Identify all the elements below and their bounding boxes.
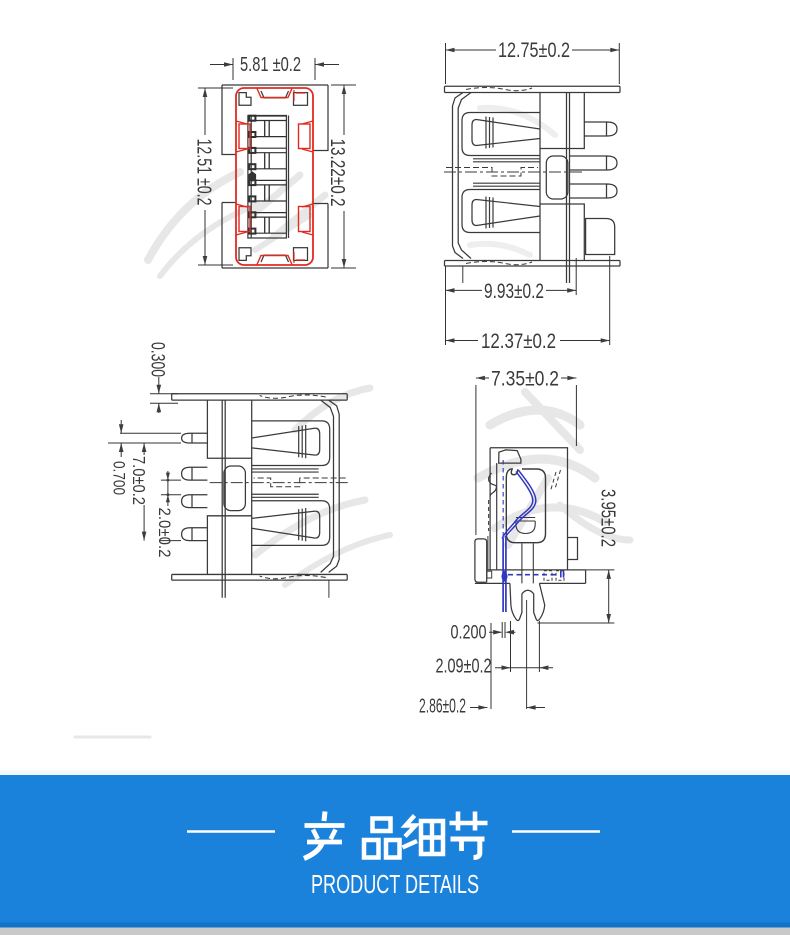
svg-text:0.700: 0.700 bbox=[110, 461, 129, 495]
svg-text:3.95±0.2: 3.95±0.2 bbox=[597, 489, 619, 547]
svg-text:7.0±0.2: 7.0±0.2 bbox=[129, 456, 149, 505]
svg-text:12.75±0.2: 12.75±0.2 bbox=[498, 39, 570, 62]
svg-text:13.22±0.2: 13.22±0.2 bbox=[326, 139, 348, 207]
svg-text:7.35±0.2: 7.35±0.2 bbox=[491, 368, 559, 391]
svg-text:0.300: 0.300 bbox=[147, 342, 168, 377]
svg-text:9.93±0.2: 9.93±0.2 bbox=[484, 280, 544, 303]
svg-text:2.86±0.2: 2.86±0.2 bbox=[419, 695, 466, 717]
svg-text:12.37±0.2: 12.37±0.2 bbox=[481, 330, 556, 353]
svg-text:PRODUCT DETAILS: PRODUCT DETAILS bbox=[311, 871, 479, 899]
svg-text:0.200: 0.200 bbox=[451, 623, 487, 644]
svg-text:2.0±0.2: 2.0±0.2 bbox=[155, 508, 174, 558]
svg-text:5.81 ±0.2: 5.81 ±0.2 bbox=[240, 54, 301, 76]
svg-text:2.09±0.2: 2.09±0.2 bbox=[436, 656, 492, 678]
svg-text:12.51 ±0.2: 12.51 ±0.2 bbox=[193, 139, 215, 206]
